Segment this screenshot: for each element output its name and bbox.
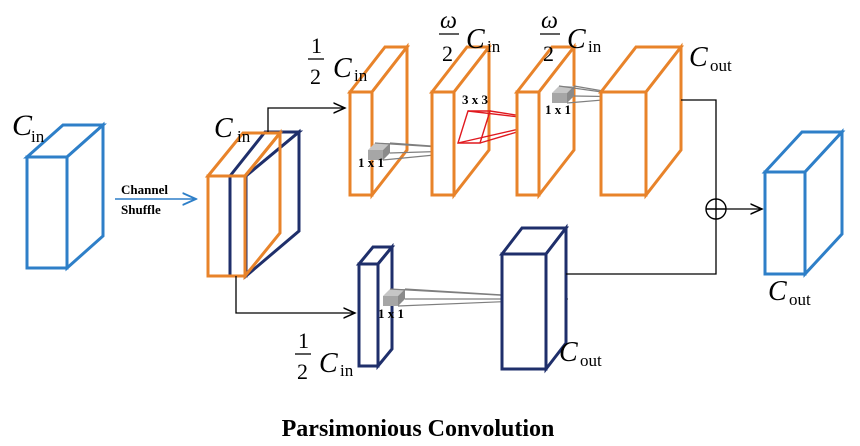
svg-text:2: 2 <box>543 41 554 66</box>
upper-block-3 <box>513 42 578 200</box>
svg-text:C: C <box>214 113 233 144</box>
upper-block-3-label: ω 2 C in <box>540 8 602 66</box>
svg-text:C: C <box>12 109 33 142</box>
lower-branch-arrow <box>235 276 355 313</box>
lower-block-1 <box>355 242 396 371</box>
svg-text:out: out <box>710 56 732 75</box>
final-output-block <box>761 128 846 278</box>
svg-text:C: C <box>689 42 708 73</box>
channel-shuffle-arrow: Channel Shuffle <box>115 182 196 217</box>
svg-text:in: in <box>588 37 602 56</box>
diagram-title: Parsimonious Convolution <box>282 416 555 442</box>
final-output-label: C out <box>768 276 811 309</box>
upper-output-block <box>597 42 685 200</box>
svg-text:C: C <box>559 337 578 368</box>
svg-text:in: in <box>237 127 251 146</box>
input-label: C in <box>12 109 45 146</box>
svg-text:2: 2 <box>297 359 308 384</box>
svg-text:C: C <box>567 24 586 55</box>
kernel-3x3: 3 x 3 <box>457 92 555 144</box>
upper-branch-arrow <box>267 108 345 132</box>
svg-text:C: C <box>466 24 485 55</box>
upper-block-2 <box>428 42 493 200</box>
add-icon <box>705 198 727 220</box>
svg-text:C: C <box>319 348 338 379</box>
svg-text:ω: ω <box>440 8 457 34</box>
svg-text:Channel: Channel <box>121 182 168 197</box>
svg-text:2: 2 <box>442 41 453 66</box>
svg-text:in: in <box>354 66 368 85</box>
lower-output-label: C out <box>559 337 602 370</box>
lower-output-block <box>498 223 570 374</box>
svg-text:C: C <box>768 276 787 307</box>
svg-text:1 x 1: 1 x 1 <box>545 102 571 117</box>
svg-text:2: 2 <box>310 64 321 89</box>
shuffled-label: C in <box>214 113 251 146</box>
svg-text:in: in <box>31 127 45 146</box>
svg-text:out: out <box>580 351 602 370</box>
svg-text:3 x 3: 3 x 3 <box>462 92 489 107</box>
upper-block-1-label: 1 2 C in <box>308 33 368 89</box>
upper-block-2-label: ω 2 C in <box>439 8 501 66</box>
upper-output-label: C out <box>689 42 732 75</box>
svg-text:in: in <box>340 361 354 380</box>
input-block <box>23 121 107 272</box>
svg-text:1 x 1: 1 x 1 <box>358 155 384 170</box>
svg-text:C: C <box>333 53 352 84</box>
svg-text:1: 1 <box>311 33 322 58</box>
merge-lines <box>566 99 717 275</box>
svg-text:out: out <box>789 290 811 309</box>
svg-text:1 x 1: 1 x 1 <box>378 306 404 321</box>
svg-text:1: 1 <box>298 328 309 353</box>
lower-block-1-label: 1 2 C in <box>295 328 354 384</box>
svg-text:in: in <box>487 37 501 56</box>
shuffled-orange-block <box>204 128 284 281</box>
svg-text:Shuffle: Shuffle <box>121 202 161 217</box>
svg-text:ω: ω <box>541 8 558 34</box>
